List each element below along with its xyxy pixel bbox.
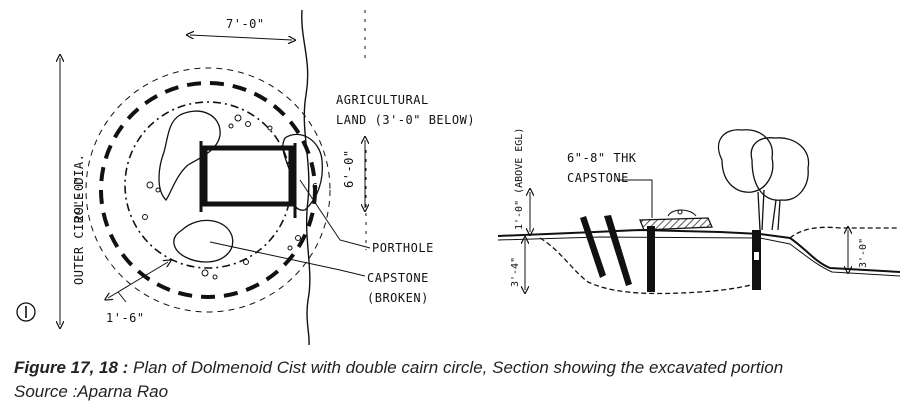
dim-line-top (190, 35, 292, 40)
section-capstone-line2: CAPSTONE (567, 171, 629, 185)
capstone-label-line2: (BROKEN) (367, 291, 429, 305)
dim-left-value: 29'-0" (72, 176, 86, 222)
outer-cairn-circle (85, 67, 331, 313)
section-capstone-line1: 6"-8" THK (567, 151, 637, 165)
stone (158, 110, 221, 201)
ground-line (497, 228, 901, 273)
porthole-label: PORTHOLE (372, 241, 434, 255)
dim-left-label: OUTER CIRCLE DIA. (72, 154, 86, 285)
stone-mark: 6 (312, 182, 318, 193)
excavation-outline (539, 237, 761, 295)
north-symbol-icon (16, 302, 36, 322)
slab (647, 226, 655, 292)
figure-label: Figure 17, 18 : (14, 358, 129, 377)
capstone-section (639, 217, 713, 231)
dim-bottom-label: 1'-6" (106, 311, 145, 325)
dim-line-bottom (108, 262, 168, 298)
broken-capstone-stone (173, 219, 234, 263)
innermost-circle (124, 101, 292, 269)
agricultural-label-line1: AGRICULTURAL (336, 93, 429, 107)
capstone-label-line1: CAPSTONE (367, 271, 429, 285)
agricultural-land-boundary (301, 9, 311, 345)
figure-caption: Figure 17, 18 : Plan of Dolmenoid Cist w… (14, 356, 904, 404)
inner-cairn-circle (99, 81, 317, 299)
rubble (142, 114, 301, 280)
caption-line: Figure 17, 18 : Plan of Dolmenoid Cist w… (14, 356, 904, 380)
capstone-leader (209, 241, 366, 277)
dolmenoid-cist-drawing: 6 7'-0" 29'-0" OUTER CIRCLE DIA. 1'-6" 6… (16, 9, 901, 345)
plan-view: 6 7'-0" 29'-0" OUTER CIRCLE DIA. 1'-6" 6… (16, 9, 475, 345)
figure-text: Plan of Dolmenoid Cist with double cairn… (128, 358, 784, 377)
agricultural-label-line2: LAND (3'-0" BELOW) (336, 113, 475, 127)
above-egl-label: 1'-0" (ABOVE EGL) (514, 128, 525, 230)
cist-chamber (202, 145, 294, 207)
depth-right-label: 3'-0" (858, 238, 869, 268)
raised-land-outline (789, 226, 898, 239)
section-view: 6"-8" THK CAPSTONE 1'-0" (ABOVE EGL) 3'-… (497, 128, 901, 295)
porthole-leader (299, 179, 371, 249)
dim-right-label: 6'-0" (342, 149, 356, 188)
caption-source: Source :Aparna Rao (14, 382, 169, 401)
section-capstone-leader (617, 179, 653, 218)
slab (580, 216, 606, 278)
dim-top-label: 7'-0" (226, 17, 265, 31)
tree-icon (717, 129, 810, 231)
depth-left-label: 3'-4" (510, 257, 521, 287)
slab (604, 215, 632, 286)
stone (282, 133, 324, 211)
